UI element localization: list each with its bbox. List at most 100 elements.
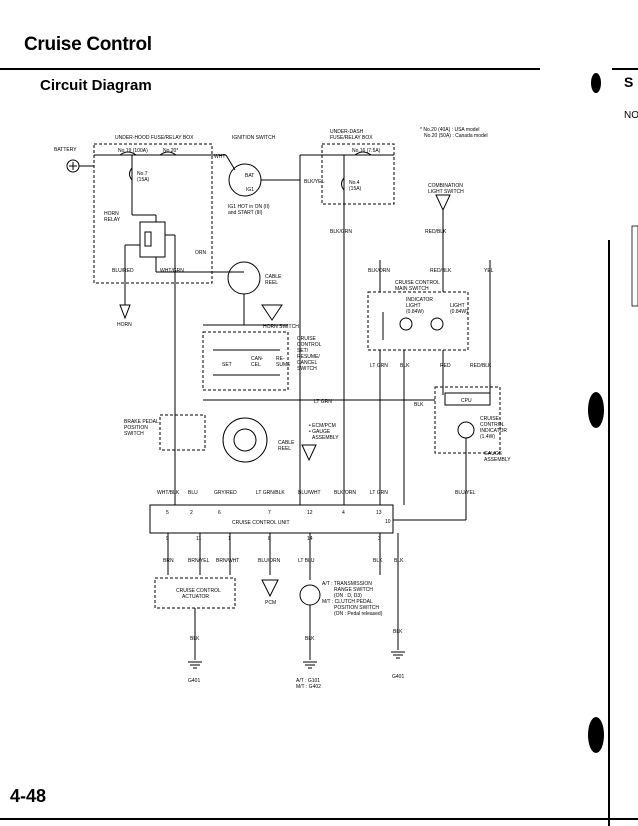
label-fuse7: No.7 [137, 171, 148, 177]
label-lt2: (0.84W) [450, 309, 468, 315]
ground-g401-left [188, 661, 202, 669]
label-ig1-note2: and START (III) [228, 210, 263, 216]
label-cci2: CONTROL [480, 422, 505, 428]
page-divider [608, 240, 610, 826]
label-blu-orn: BLU/ORN [258, 558, 281, 564]
pin-9: 9 [166, 536, 169, 542]
label-wht-grn: WHT/GRN [160, 268, 184, 274]
label-blk7: BLK [393, 629, 403, 635]
label-blu-red: BLU/RED [112, 268, 134, 274]
label-combo1: COMBINATION [428, 183, 463, 189]
label-orn: ORN [195, 250, 207, 256]
label-blu: BLU [188, 490, 198, 496]
label-mt3: (ON : Pedal released) [334, 611, 383, 617]
label-fuse4a: (15A) [349, 186, 362, 192]
pcm-symbol [261, 579, 279, 598]
label-cable-reel4: REEL [278, 446, 291, 452]
label-gauge1: GAUGE [484, 451, 503, 457]
label-red-blk3: RED/BLK [470, 363, 492, 369]
label-g101: A/T : G101 [296, 678, 320, 684]
label-at2: RANGE SWITCH [334, 587, 373, 593]
label-brn-wht: BRN/WHT [216, 558, 239, 564]
horn-relay [139, 221, 166, 258]
pin-7: 7 [268, 510, 271, 516]
brake-pedal-position-switch [159, 414, 206, 451]
label-fuse7a: (15A) [137, 177, 150, 183]
label-cpu: CPU [461, 398, 472, 404]
label-blk-orn2: BLK/ORN [334, 490, 356, 496]
label-yel: YEL [484, 268, 494, 274]
label-mt1: M/T : CLUTCH PEDAL [322, 599, 373, 605]
label-cable-reel1: CABLE [265, 274, 282, 280]
label-blk-grn1: BLK/GRN [330, 229, 352, 235]
label-can: CAN- [251, 356, 264, 362]
label-horn-switch: HORN SWITCH [263, 324, 299, 330]
transmission-range-switch [299, 584, 321, 606]
label-lt-grn2: LT GRN [370, 490, 388, 496]
label-cci4: (1.4W) [480, 434, 495, 440]
label-blk3: BLK [373, 558, 383, 564]
label-cc6: SWITCH [297, 366, 317, 372]
label-cci1: CRUISE [480, 416, 500, 422]
label-g401: G401 [188, 678, 200, 684]
label-blk5: BLK [190, 636, 200, 642]
label-battery: BATTERY [54, 147, 77, 153]
label-ccms1: CRUISE CONTROL [395, 280, 440, 286]
label-red-blk1: RED/BLK [425, 229, 447, 235]
pin-4: 4 [342, 510, 345, 516]
label-wht: WHT [214, 154, 225, 160]
label-ccms2: MAIN SWITCH [395, 286, 429, 292]
label-blk: BLK [400, 363, 410, 369]
pin-2: 2 [190, 510, 193, 516]
label-ecm3: ASSEMBLY [312, 435, 339, 441]
label-lt1: LIGHT [450, 303, 465, 309]
label-ltgrn-line: LT GRN [314, 399, 332, 405]
ground-g101 [303, 661, 317, 669]
label-lt-grn: LT GRN [370, 363, 388, 369]
next-page-title-fragment: S [624, 74, 634, 90]
label-pcm: PCM [265, 600, 276, 606]
label-under-hood-box: UNDER-HOOD FUSE/RELAY BOX [115, 135, 194, 141]
label-gauge2: ASSEMBLY [484, 457, 511, 463]
label-under-dash-2: FUSE/RELAY BOX [330, 135, 373, 141]
label-ind3: (0.84W) [406, 309, 424, 315]
under-dash-fuse-box [321, 143, 395, 205]
label-fuse4: No.4 [349, 180, 360, 186]
label-g402: M/T : G402 [296, 684, 321, 690]
label-ind1: INDICATOR [406, 297, 433, 303]
pin-10: 10 [385, 519, 391, 525]
label-cc2: CONTROL [297, 342, 322, 348]
pin-1: 1 [228, 536, 231, 542]
page-title: Cruise Control [24, 34, 152, 55]
ccu-pin-numbers: 5 2 6 7 12 4 13 9 11 1 8 14 3 10 [166, 510, 391, 542]
page-number: 4-48 [10, 786, 47, 806]
label-ignition-switch: IGNITION SWITCH [232, 135, 276, 141]
pin-3: 3 [378, 536, 381, 542]
label-blk6: BLK [305, 636, 315, 642]
header-rule [0, 68, 540, 70]
label-brn: BRN [163, 558, 174, 564]
label-horn-relay2: RELAY [104, 217, 121, 223]
label-horn-relay1: HORN [104, 211, 119, 217]
label-lt-blu: LT BLU [298, 558, 315, 564]
label-brn-yel: BRN/YEL [188, 558, 210, 564]
label-ig1-note1: IG1 HOT in ON (II) [228, 204, 270, 210]
label-fuse20: No.20* [163, 148, 178, 154]
label-red: RED [440, 363, 451, 369]
footer-rule [0, 818, 638, 820]
binding-marks [588, 73, 638, 753]
ground-g401-right [391, 651, 405, 659]
under-hood-fuse-box [93, 143, 213, 284]
label-bpps1: BRAKE PEDAL [124, 419, 159, 425]
header-rule-right [612, 68, 638, 70]
label-ecm2: • GAUGE [309, 429, 331, 435]
label-bpps3: SWITCH [124, 431, 144, 437]
section-subtitle: Circuit Diagram [40, 77, 152, 94]
label-blk-orn: BLK/ORN [368, 268, 390, 274]
next-page-text-fragment: NO [624, 110, 638, 121]
label-bat: BAT [245, 173, 254, 179]
ecm-pcm-symbol [301, 444, 317, 462]
label-at3: (ON : D, D3) [334, 593, 362, 599]
cable-reel-lower [222, 417, 268, 463]
pin-5: 5 [166, 510, 169, 516]
